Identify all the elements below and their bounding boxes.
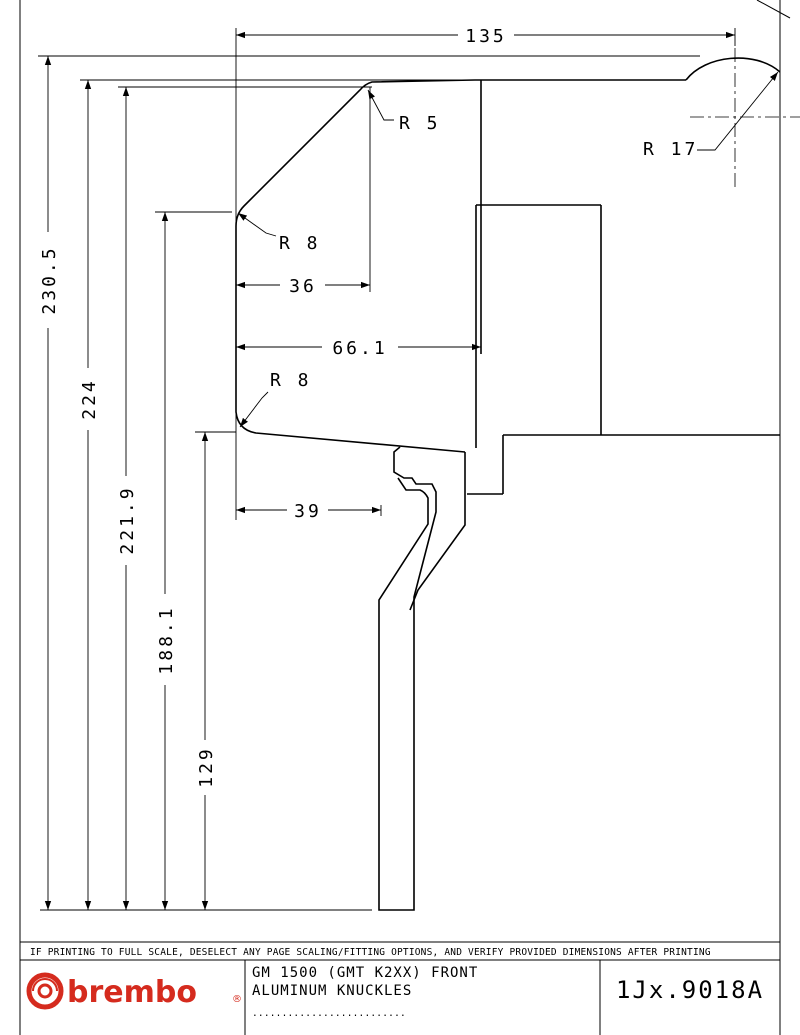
dim-224: 224 (79, 378, 100, 420)
title-block: IF PRINTING TO FULL SCALE, DESELECT ANY … (20, 941, 780, 1035)
dim-230-5: 230.5 (39, 245, 60, 314)
brembo-disc-icon (26, 972, 64, 1010)
description-dots: .......................... (252, 1008, 406, 1019)
dim-129: 129 (196, 746, 217, 788)
description-line-2: ALUMINUM KNUCKLES (252, 983, 412, 999)
dimension-labels: 135 R 5 R 17 R 8 36 66.1 R 8 39 230.5 22… (39, 26, 698, 788)
dim-221-9: 221.9 (117, 485, 138, 554)
dim-36: 36 (289, 276, 317, 297)
description-line-1: GM 1500 (GMT K2XX) FRONT (252, 965, 478, 981)
extension-lines (38, 28, 736, 911)
dim-66-1: 66.1 (332, 338, 387, 359)
knuckle-profile (235, 57, 781, 911)
dim-r8-top: R 8 (279, 233, 321, 254)
dim-188-1: 188.1 (156, 605, 177, 674)
radius-leaders (237, 71, 779, 428)
dimension-lines (44, 31, 735, 910)
brembo-logo: brembo ® (26, 972, 242, 1010)
dim-r5: R 5 (399, 113, 441, 134)
centerlines (690, 48, 800, 190)
part-number: 1Jx.9018A (616, 976, 764, 1004)
dim-r17: R 17 (643, 139, 698, 160)
brembo-wordmark: brembo (67, 975, 197, 1010)
drawing-frame (19, 0, 791, 1035)
dim-39: 39 (294, 501, 322, 522)
printing-notice: IF PRINTING TO FULL SCALE, DESELECT ANY … (30, 947, 711, 958)
dim-135: 135 (465, 26, 507, 47)
registered-mark: ® (232, 994, 242, 1005)
dim-r8-bottom: R 8 (270, 370, 312, 391)
